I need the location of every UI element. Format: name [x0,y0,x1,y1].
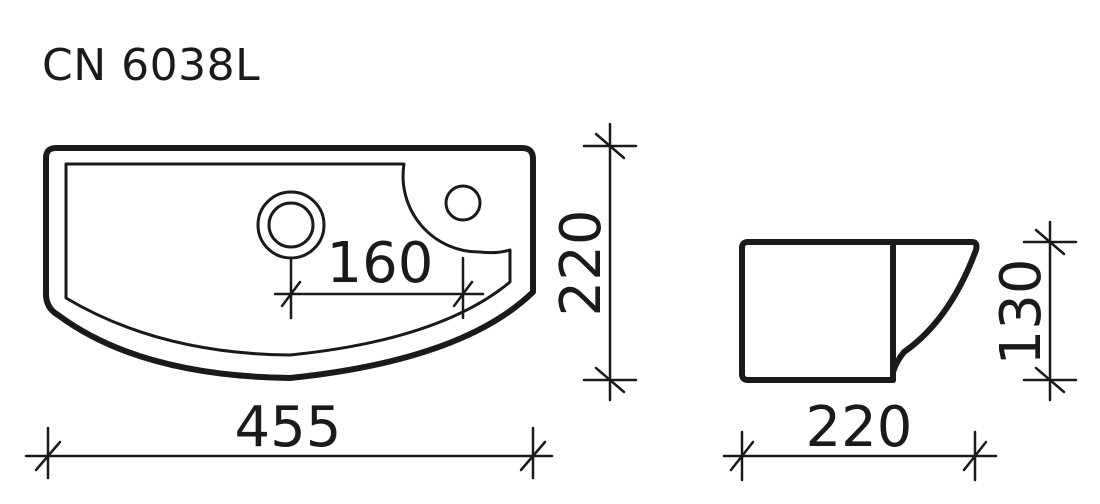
dimension-top-width: 455 [24,395,554,480]
tap-hole [444,184,482,222]
dimension-label-160: 160 [327,231,434,296]
drain-inner-ring [267,201,315,249]
top-view [43,145,536,381]
side-profile-outline [739,239,980,383]
basin-inner-bowl [64,162,512,357]
dimension-label-455: 455 [235,395,342,460]
model-title: CN 6038L [42,40,261,91]
basin-outer-outline [43,145,536,381]
dimension-side-depth: 220 [722,395,998,482]
dimension-side-height: 130 [989,220,1078,402]
side-view [739,239,980,383]
dimension-label-220-vertical: 220 [549,210,614,317]
dimension-label-130: 130 [989,259,1054,366]
dimension-top-depth: 220 [549,122,638,402]
dimension-label-220-horizontal: 220 [806,395,913,460]
dimension-drain-to-tap: 160 [273,231,485,320]
